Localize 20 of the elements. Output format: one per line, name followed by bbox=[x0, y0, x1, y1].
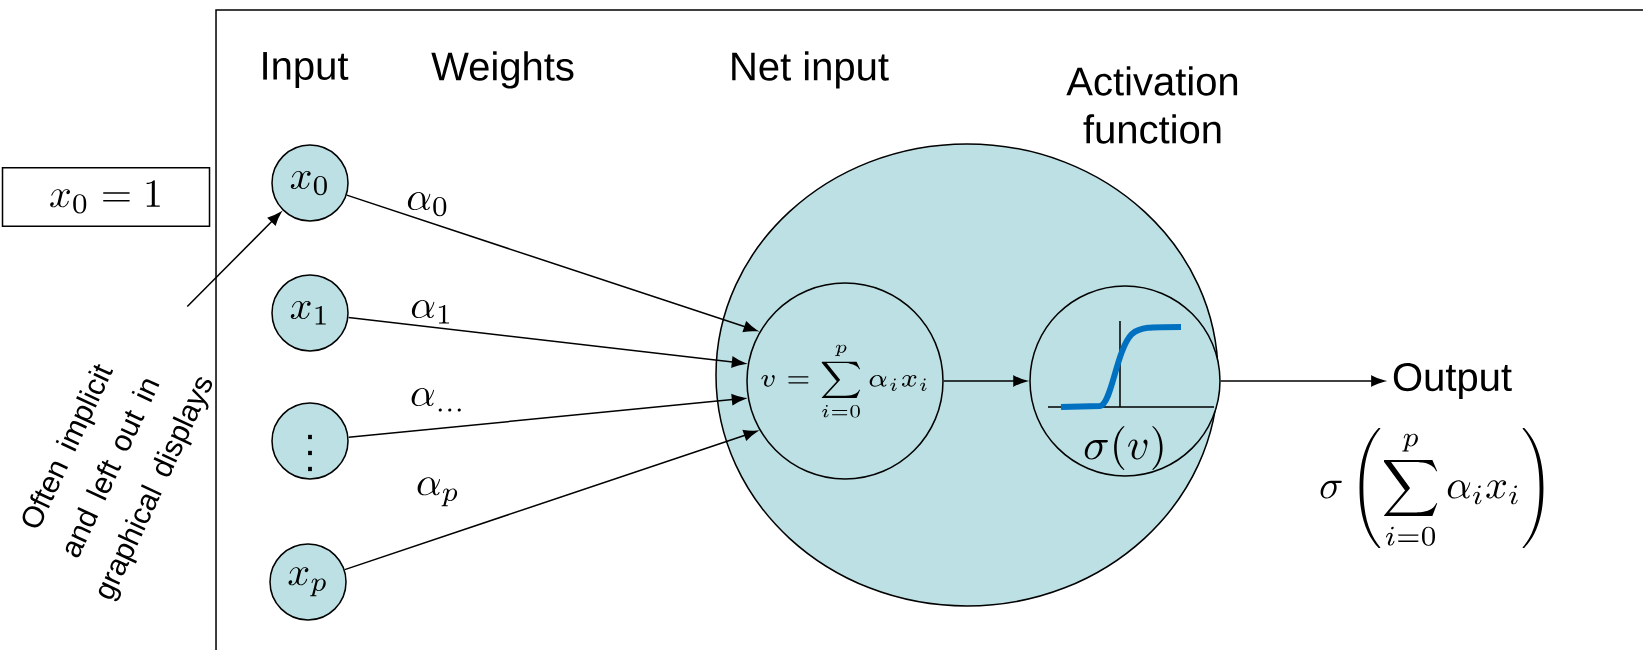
output-formula: $\sigma\left(\sum_{i=0}^{p} \alpha_i x_i\right)$ bbox=[1320, 428, 1544, 549]
column-heading: Weights bbox=[431, 51, 574, 89]
output-text: Output bbox=[1393, 362, 1512, 400]
arrow bbox=[344, 430, 758, 571]
weight-label: $\alpha_{\dots}$ bbox=[411, 387, 461, 412]
activation-circle bbox=[1029, 285, 1221, 477]
column-heading: Activation function bbox=[1066, 66, 1238, 144]
function-label: $\sigma(v)$ bbox=[1084, 426, 1163, 470]
leader-line bbox=[186, 211, 282, 308]
column-heading: Input bbox=[263, 52, 349, 88]
arrow bbox=[347, 316, 746, 368]
weight-label: $\alpha_p$ bbox=[417, 477, 458, 507]
arrow bbox=[346, 194, 758, 333]
column-heading: Net input bbox=[732, 51, 889, 89]
arrow bbox=[347, 394, 746, 438]
formula-box: $x_0 = 1$ bbox=[1, 167, 211, 227]
arrow bbox=[943, 375, 1027, 387]
arrow bbox=[1220, 375, 1385, 387]
weight-label: $\alpha_1$ bbox=[411, 299, 450, 324]
weight-label: $\alpha_0$ bbox=[407, 191, 447, 217]
